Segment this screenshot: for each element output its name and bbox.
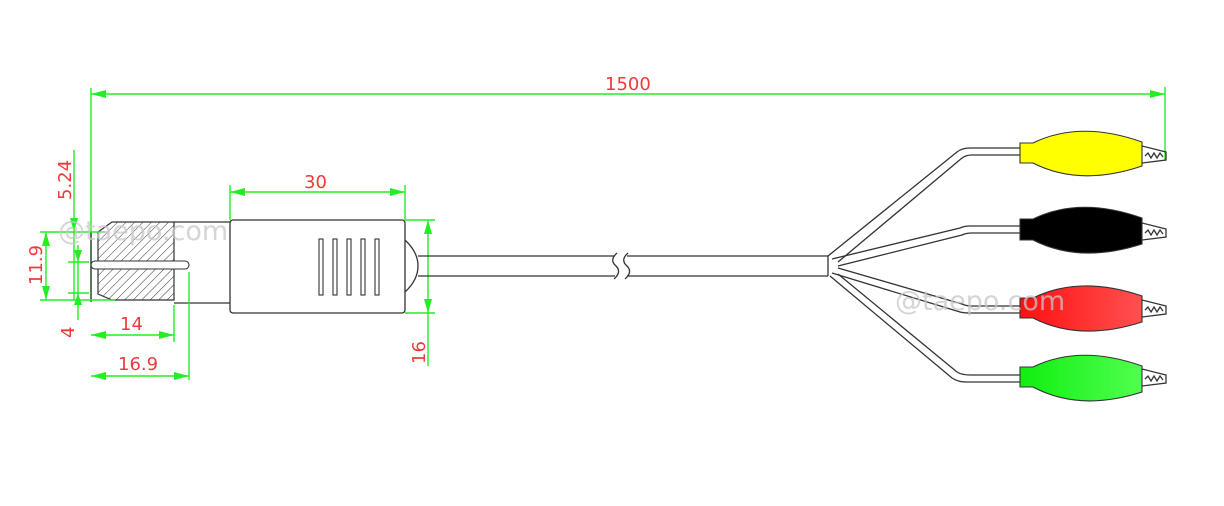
dim-text-11-9: 11.9	[26, 245, 47, 285]
watermark-right: @taepo.com	[895, 286, 1065, 317]
dimension-plug: 5.24 11.9 4 14 16.9	[26, 150, 190, 380]
clip-yellow	[1019, 130, 1167, 177]
main-cable	[418, 252, 829, 280]
watermark-left: @taepo.com	[58, 216, 228, 247]
dim-text-16-9: 16.9	[118, 354, 158, 375]
dim-text-16: 16	[409, 341, 430, 364]
dim-text-1500: 1500	[605, 74, 651, 95]
dim-text-5-24: 5.24	[55, 160, 76, 200]
clip-black	[1019, 206, 1167, 254]
wires	[827, 147, 1020, 383]
dim-text-14: 14	[120, 314, 143, 335]
plug-connector	[90, 221, 230, 304]
clip-green	[1019, 354, 1167, 402]
dim-text-30: 30	[304, 172, 327, 193]
dim-text-4: 4	[58, 327, 79, 338]
plug-body	[229, 219, 419, 314]
clip-red	[1019, 285, 1167, 332]
dimension-body: 30 16	[229, 172, 435, 366]
